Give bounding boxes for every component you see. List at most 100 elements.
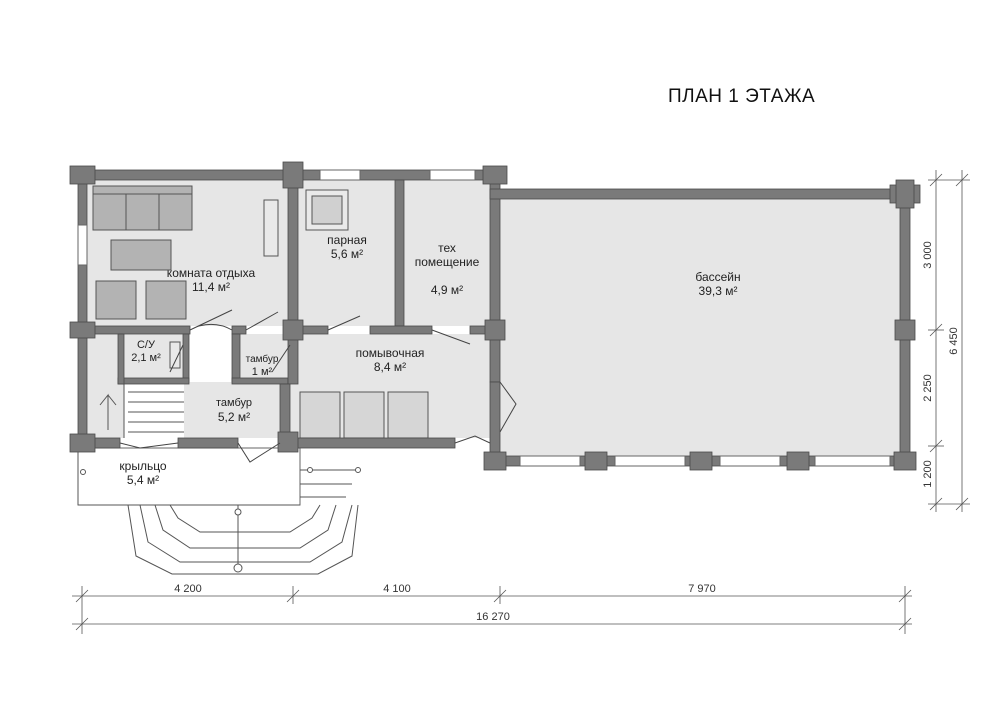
log-corner-6 bbox=[69, 321, 96, 339]
dim-rslash-5 bbox=[955, 173, 969, 187]
room-lounge-name: комната отдыха bbox=[166, 266, 256, 280]
room-tech-name: тех помещение bbox=[414, 241, 480, 269]
stove-inner bbox=[311, 195, 343, 225]
room-lounge-area: 11,4 м² bbox=[191, 280, 231, 294]
room-washroom-area: 8,4 м² bbox=[373, 360, 407, 374]
dim-rslash-1 bbox=[929, 173, 943, 187]
door-entry bbox=[237, 442, 281, 463]
porch-steps bbox=[77, 448, 361, 575]
dim-slash-4 bbox=[898, 589, 912, 603]
shower-3 bbox=[387, 391, 429, 439]
dim-rslash-4 bbox=[929, 497, 943, 511]
tv-stand bbox=[263, 199, 279, 257]
room-wc-name: С/У bbox=[136, 339, 155, 351]
shower-2 bbox=[343, 391, 385, 439]
wall-washroom-right bbox=[287, 333, 299, 385]
dim-right-2: 2 250 bbox=[922, 374, 934, 402]
room-vestibule-area: 5,2 м² bbox=[217, 410, 251, 424]
wall-vestibule-left bbox=[231, 333, 241, 383]
dim-right-3: 1 200 bbox=[922, 460, 934, 488]
windows bbox=[77, 169, 891, 467]
log-corner-12 bbox=[584, 451, 608, 471]
wall-partition-3 bbox=[489, 169, 501, 383]
room-steam-label: парная 5,6 м² bbox=[327, 233, 367, 261]
dim-slash-2 bbox=[286, 589, 300, 603]
door-bottom-left bbox=[119, 442, 179, 449]
porch-step-3 bbox=[139, 504, 353, 563]
dim-total-width: 16 270 bbox=[476, 611, 510, 623]
dim-total-height: 6 450 bbox=[948, 327, 960, 355]
window-tech bbox=[429, 169, 476, 181]
wall-partition-2 bbox=[394, 179, 405, 327]
dim-rslash-6 bbox=[955, 497, 969, 511]
door-washroom-bottom bbox=[454, 435, 491, 444]
stair-arrow bbox=[99, 393, 117, 430]
log-corner-16 bbox=[894, 319, 916, 341]
log-corner-14 bbox=[786, 451, 810, 471]
room-washroom-label: помывочная 8,4 м² bbox=[356, 346, 425, 374]
window-pool-4 bbox=[814, 455, 891, 467]
room-pool-label: бассейн 39,3 м² bbox=[695, 270, 740, 298]
plan-title: ПЛАН 1 ЭТАЖА bbox=[668, 86, 816, 107]
room-porch-name: крыльцо bbox=[119, 459, 167, 473]
dim-slash-6 bbox=[898, 617, 912, 631]
room-steam-name: парная bbox=[327, 233, 367, 247]
dimension-lines bbox=[72, 170, 970, 634]
porch-step-4 bbox=[127, 504, 359, 575]
sofa-seat-2 bbox=[125, 191, 160, 231]
window-steam bbox=[319, 169, 361, 181]
dim-bottom-3: 7 970 bbox=[688, 583, 716, 595]
wall-left bbox=[77, 169, 88, 449]
wall-mid-2 bbox=[231, 325, 247, 335]
room-vestibule-name: тамбур bbox=[215, 397, 253, 409]
dim-bottom-2: 4 100 bbox=[383, 583, 411, 595]
door-pool bbox=[499, 381, 517, 433]
wall-wc-right bbox=[182, 333, 190, 383]
log-corner-2 bbox=[282, 161, 304, 189]
dim-right-1: 3 000 bbox=[922, 241, 934, 269]
porch-step-mark bbox=[234, 508, 242, 516]
door-steam bbox=[327, 315, 361, 331]
log-corner-1 bbox=[69, 165, 96, 185]
door-wc bbox=[169, 344, 184, 373]
vestibule-floor bbox=[184, 382, 288, 438]
log-corner-11 bbox=[483, 451, 507, 471]
wall-wc-bottom bbox=[117, 377, 190, 385]
dim-rslash-3 bbox=[929, 439, 943, 453]
pool-floor bbox=[500, 199, 900, 456]
room-vestibule-small-name: тамбур bbox=[245, 354, 279, 365]
porch-step-1 bbox=[169, 504, 321, 533]
room-vestibule-small-area: 1 м² bbox=[251, 366, 273, 378]
window-pool-1 bbox=[519, 455, 581, 467]
dim-slash-1 bbox=[75, 589, 89, 603]
armchair-2 bbox=[145, 280, 187, 320]
room-steam-area: 5,6 м² bbox=[330, 247, 364, 261]
dim-slash-5 bbox=[75, 617, 89, 631]
log-corner-3 bbox=[482, 165, 508, 185]
wall-wc-left bbox=[117, 333, 125, 385]
window-pool-2 bbox=[614, 455, 686, 467]
room-wc-area: 2,1 м² bbox=[131, 352, 161, 364]
wall-bottom-2 bbox=[177, 437, 239, 449]
wall-vestibule-bottom bbox=[231, 377, 289, 385]
shower-1 bbox=[299, 391, 341, 439]
doors bbox=[119, 309, 517, 463]
sofa-seat-1 bbox=[92, 191, 127, 231]
furniture bbox=[92, 185, 429, 439]
armchair-1 bbox=[95, 280, 137, 320]
room-porch-area: 5,4 м² bbox=[126, 473, 160, 487]
tech-room-floor bbox=[404, 180, 490, 326]
door-tech bbox=[431, 329, 471, 345]
room-pool-name: бассейн bbox=[695, 270, 741, 284]
room-washroom-name: помывочная bbox=[355, 346, 425, 360]
door-vestibule-small bbox=[245, 311, 279, 331]
room-vestibule-label: тамбур 5,2 м² bbox=[216, 396, 252, 424]
log-corner-5 bbox=[895, 179, 915, 209]
table bbox=[110, 239, 172, 271]
log-corner-8 bbox=[484, 319, 506, 341]
sofa-back bbox=[92, 185, 193, 195]
door-lounge bbox=[189, 309, 233, 331]
log-corner-9 bbox=[69, 433, 96, 453]
wall-partition-1 bbox=[287, 169, 299, 335]
